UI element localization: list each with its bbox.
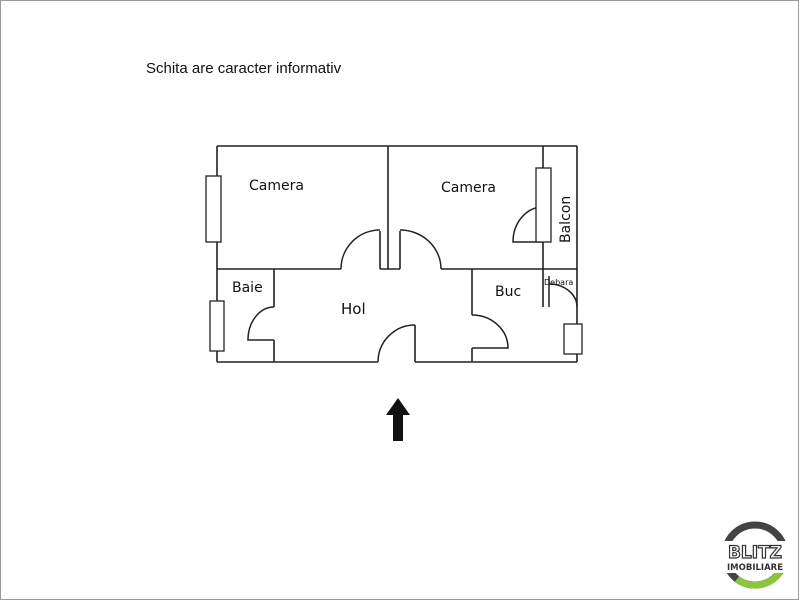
room-label-camera-right: Camera	[441, 180, 496, 196]
door-baie	[247, 306, 275, 341]
room-label-debara: Debara	[544, 278, 573, 287]
door-debara	[548, 283, 578, 308]
door-camera-right	[399, 229, 442, 270]
logo-line1: BLITZ	[728, 543, 782, 563]
blitz-logo: BLITZ IMOBILIARE	[721, 521, 789, 589]
windows	[205, 167, 583, 355]
logo-line2: IMOBILIARE	[727, 563, 783, 573]
room-label-baie: Baie	[232, 280, 263, 296]
window-buc	[563, 323, 583, 355]
arrow-up-icon	[386, 398, 410, 441]
room-label-buc: Buc	[495, 284, 521, 300]
room-label-camera-left: Camera	[249, 178, 304, 194]
door-entrance	[377, 324, 416, 363]
room-label-balcon: Balcon	[558, 196, 574, 243]
door-camera-left	[340, 229, 381, 270]
disclaimer-note: Schita are caracter informativ	[146, 60, 342, 77]
window-balcon	[535, 167, 552, 243]
room-label-hol: Hol	[341, 300, 366, 318]
window-baie	[209, 300, 225, 352]
door-buc	[471, 314, 509, 349]
doors	[247, 206, 578, 363]
window-camera-left	[205, 175, 222, 243]
